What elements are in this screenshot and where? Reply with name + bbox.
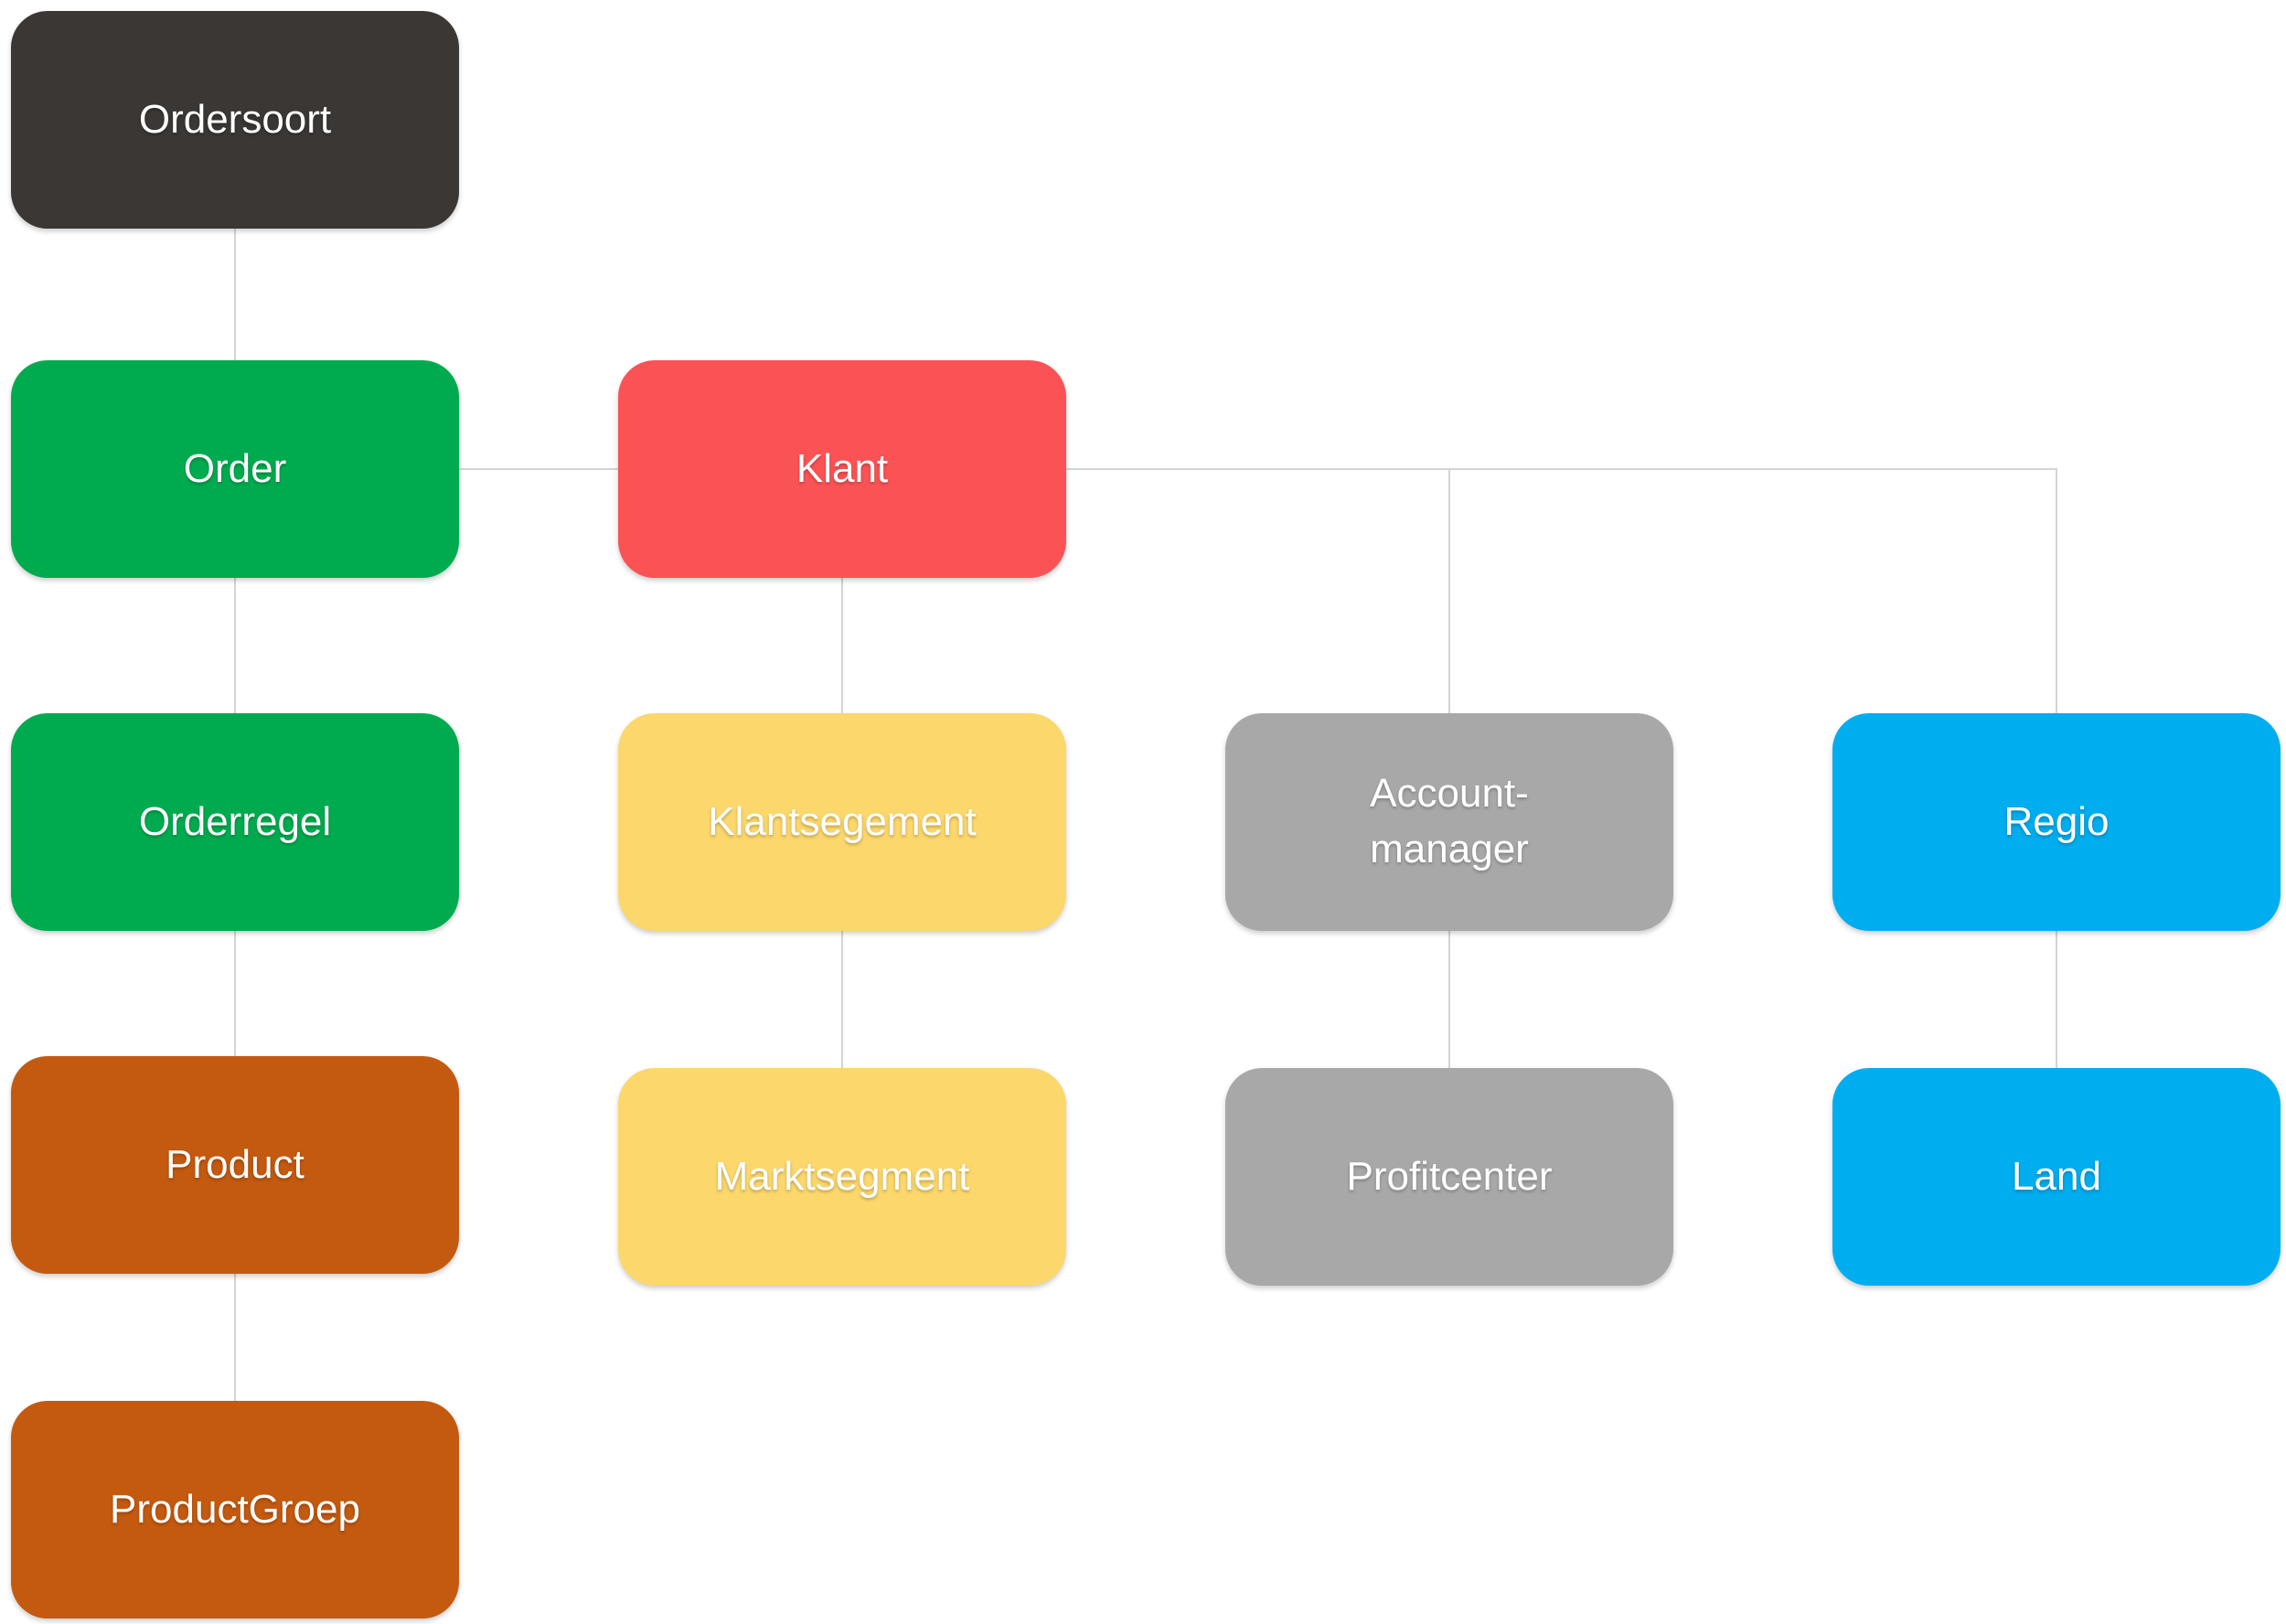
node-order: Order	[11, 360, 459, 578]
edge-klant-regio	[1066, 468, 2057, 713]
node-label: Klant	[796, 445, 889, 491]
node-label: Account- manager	[1370, 771, 1529, 871]
edge-klant-accountmanager	[1066, 468, 1450, 713]
node-label: Ordersoort	[138, 96, 332, 142]
node-profitcenter: Profitcenter	[1225, 1068, 1673, 1286]
node-label: Profitcenter	[1346, 1153, 1553, 1199]
node-label: Product	[166, 1141, 304, 1187]
node-label: Orderregel	[138, 798, 332, 844]
node-label: Order	[183, 445, 287, 491]
node-marktsegment: Marktsegment	[618, 1068, 1066, 1286]
node-label: ProductGroep	[110, 1486, 360, 1532]
node-accountmanager: Account- manager	[1225, 713, 1673, 931]
node-label: Regio	[2003, 798, 2110, 844]
node-productgroep: ProductGroep	[11, 1401, 459, 1619]
node-label: Marktsegment	[714, 1153, 970, 1199]
node-land: Land	[1832, 1068, 2281, 1286]
node-orderregel: Orderregel	[11, 713, 459, 931]
node-klantsegement: Klantsegement	[618, 713, 1066, 931]
node-label: Land	[2012, 1153, 2101, 1199]
node-product: Product	[11, 1056, 459, 1274]
node-klant: Klant	[618, 360, 1066, 578]
node-regio: Regio	[1832, 713, 2281, 931]
node-label: Klantsegement	[708, 798, 977, 844]
node-ordersoort: Ordersoort	[11, 11, 459, 229]
